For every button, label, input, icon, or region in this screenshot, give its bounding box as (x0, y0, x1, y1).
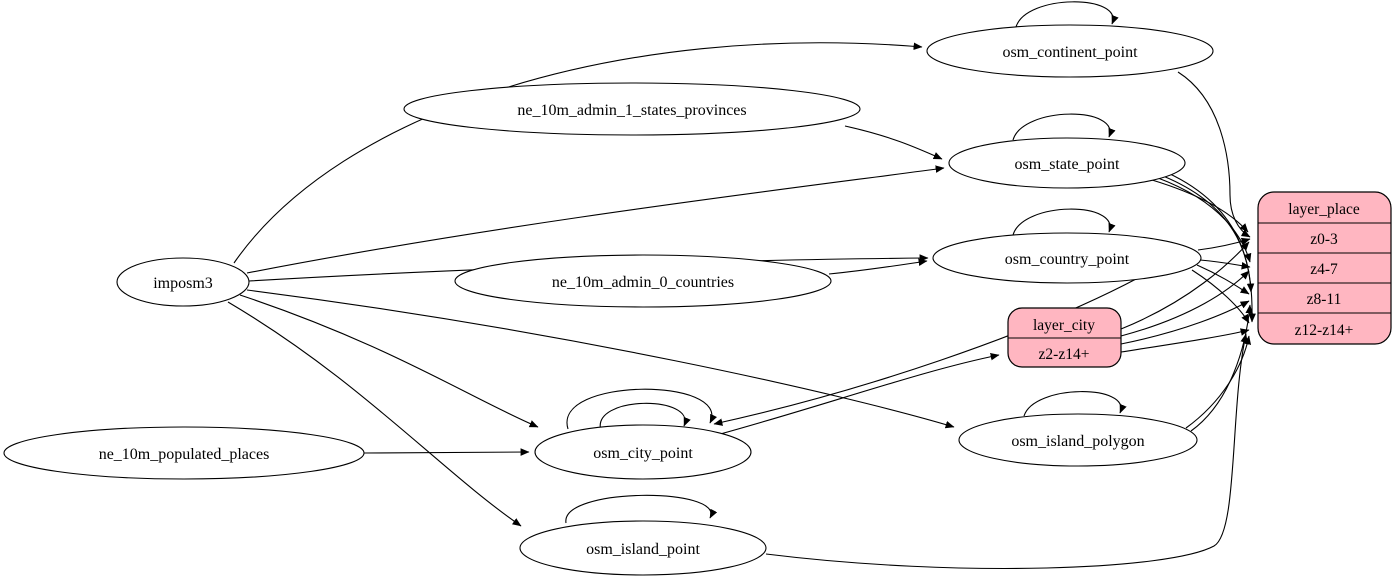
record-layer-place: layer_place z0-3 z4-7 z8-11 z12-z14+ (1257, 191, 1392, 345)
layer-place-row-z8-11: z8-11 (1307, 291, 1342, 308)
edge-osm-city-point-to-layer-city-z2 (712, 352, 1000, 437)
edge-ne-10m-admin-1-states-provinces-to-osm-state-point (844, 125, 943, 160)
osm-state-point-ellipse (948, 137, 1186, 189)
osm-city-point-label: osm_city_point (593, 445, 693, 462)
edge-group (227, 1, 1256, 570)
self-loop-osm-continent-point (1015, 1, 1119, 28)
edge-osm-country-point-to-osm-city-point (713, 277, 1139, 426)
edge-imposm3-to-osm-state-point (246, 165, 945, 274)
edge-layer-city-to-layer-place-z8-11 (1120, 300, 1250, 345)
edge-imposm3-to-osm-island-polygon (246, 289, 955, 429)
edge-osm-island-polygon-to-layer-place-z12-z14 (1185, 335, 1252, 429)
node-osm-city-point: osm_city_point (534, 424, 752, 480)
layer-place-row-z4-7: z4-7 (1310, 261, 1338, 278)
edge-imposm3-to-osm-island-point (227, 301, 522, 527)
osm-continent-point-ellipse (926, 24, 1214, 78)
node-osm-country-point: osm_country_point (932, 232, 1202, 284)
record-layer-city: layer_city z2-z14+ (1007, 307, 1122, 368)
self-loop-osm-city-point-inner (599, 402, 691, 432)
edge-osm-continent-point-to-layer-place-z0-3 (1177, 71, 1251, 238)
ne-10m-admin-0-countries-ellipse (454, 254, 832, 308)
edge-ne-10m-admin-0-countries-to-osm-country-point (828, 258, 928, 275)
node-ne-10m-admin-1-states-provinces: ne_10m_admin_1_states_provinces (403, 82, 861, 136)
osm-island-point-label: osm_island_point (586, 541, 700, 558)
osm-city-point-ellipse (534, 424, 752, 480)
edge-layer-city-to-layer-place-z0-3 (1120, 241, 1250, 330)
layer-place-box (1257, 191, 1392, 345)
edge-osm-island-polygon-to-layer-place-z8-11 (1190, 304, 1253, 432)
edge-imposm3-to-osm-city-point (239, 294, 539, 428)
self-loop-osm-island-point (565, 494, 718, 524)
osm-state-point-label: osm_state_point (1015, 156, 1120, 173)
edge-osm-country-point-to-layer-place-z4-7 (1199, 259, 1251, 270)
layer-place-row-z12-z14: z12-z14+ (1295, 322, 1354, 339)
self-loop-osm-state-point (1012, 113, 1116, 141)
edge-osm-island-point-to-layer-place-z12-z14 (765, 333, 1248, 570)
edge-osm-country-point-to-layer-place-z12-z14 (1191, 269, 1250, 324)
edge-osm-country-point-to-layer-place-z0-3 (1197, 237, 1251, 251)
imposm3-label: imposm3 (153, 275, 213, 292)
layer-place-title: layer_place (1288, 201, 1360, 218)
self-loop-osm-city-point-outer (566, 388, 718, 430)
osm-island-polygon-ellipse (958, 413, 1198, 467)
edge-layer-city-to-layer-place-z4-7 (1120, 270, 1250, 337)
osm-island-point-ellipse (519, 520, 767, 576)
edge-ne-10m-populated-places-to-osm-city-point (363, 448, 530, 456)
edge-layer-city-to-layer-place-z12-z14 (1120, 328, 1250, 353)
edge-osm-state-point-to-layer-place-z12-z14 (1167, 172, 1256, 323)
layer-place-row-z0-3: z0-3 (1310, 231, 1338, 248)
osm-continent-point-label: osm_continent_point (1002, 44, 1138, 61)
node-imposm3: imposm3 (116, 257, 250, 307)
edge-osm-country-point-to-layer-place-z8-11 (1196, 264, 1250, 295)
edge-osm-state-point-to-layer-place-z8-11 (1162, 175, 1255, 293)
edge-osm-state-point-to-layer-place-z0-3 (1151, 179, 1249, 233)
ne-10m-admin-1-states-provinces-ellipse (403, 82, 861, 136)
node-osm-continent-point: osm_continent_point (926, 24, 1214, 78)
self-loop-osm-island-polygon (1023, 391, 1127, 417)
layer-city-title: layer_city (1033, 317, 1095, 334)
node-osm-island-point: osm_island_point (519, 520, 767, 576)
node-ne-10m-populated-places: ne_10m_populated_places (3, 426, 365, 480)
ne-10m-admin-0-countries-label: ne_10m_admin_0_countries (552, 274, 734, 291)
ne-10m-populated-places-ellipse (3, 426, 365, 480)
edge-imposm3-to-osm-continent-point (233, 42, 923, 264)
layer-city-row-z2-z14: z2-z14+ (1039, 346, 1090, 363)
ne-10m-admin-1-states-provinces-label: ne_10m_admin_1_states_provinces (517, 102, 746, 119)
node-ne-10m-admin-0-countries: ne_10m_admin_0_countries (454, 254, 832, 308)
osm-country-point-label: osm_country_point (1005, 251, 1130, 268)
imposm3-ellipse (116, 257, 250, 307)
osm-country-point-ellipse (932, 232, 1202, 284)
self-loop-osm-country-point (1012, 208, 1116, 236)
ne-10m-populated-places-label: ne_10m_populated_places (99, 446, 270, 463)
node-osm-island-polygon: osm_island_polygon (958, 413, 1198, 467)
node-osm-state-point: osm_state_point (948, 137, 1186, 189)
osm-island-polygon-label: osm_island_polygon (1011, 433, 1144, 450)
